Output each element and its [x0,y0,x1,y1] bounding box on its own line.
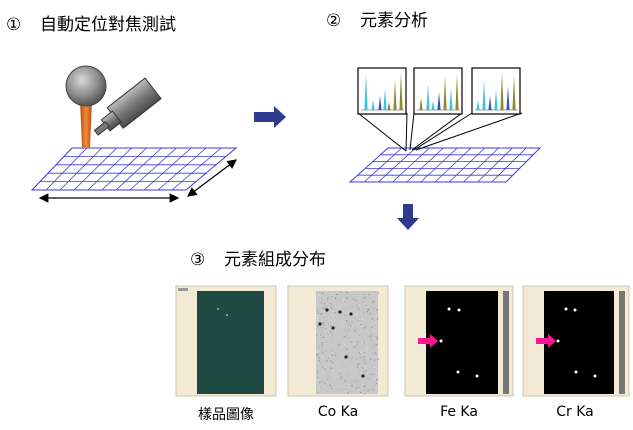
panel-co-ka [287,285,389,397]
depth-dimension-arrow [187,159,237,197]
caption-co-ka: Co Ka [317,404,359,420]
map-dots [217,291,597,395]
caption-fe-ka: Fe Ka [440,404,478,420]
step-3-number: ③ [190,250,206,270]
caption-cr-ka: Cr Ka [556,404,594,420]
detector-camera [93,77,162,136]
spectrum-box-2 [413,67,463,115]
right-arrow [254,106,286,128]
panel-sample-image [175,285,277,397]
probe-ball [65,65,107,107]
step-3-label: ③ 元素組成分布 [190,245,326,270]
sample-grid-2 [348,147,542,183]
cr-pointer-arrow [536,334,556,348]
step-1-illustration [30,65,238,203]
down-arrow [397,204,419,230]
step-2-label: ② 元素分析 [326,6,428,31]
spectrum-connectors [357,112,523,152]
step-3-title: 元素組成分布 [224,250,326,270]
panel-cr-ka [522,285,630,397]
spectrum-box-3 [471,67,521,115]
fe-pointer-arrow [418,334,438,348]
step-1-label: ① 自動定位對焦測試 [6,10,176,35]
step-2-title: 元素分析 [360,11,428,31]
step-2-illustration [348,67,542,183]
step-1-number: ① [6,15,22,35]
spectrum-box-1 [357,67,407,115]
step-2-number: ② [326,11,342,31]
caption-sample-image: 樣品圖像 [198,407,254,423]
panel-fe-ka [404,285,514,397]
step-1-title: 自動定位對焦測試 [40,15,176,35]
probe-stem [80,100,92,148]
